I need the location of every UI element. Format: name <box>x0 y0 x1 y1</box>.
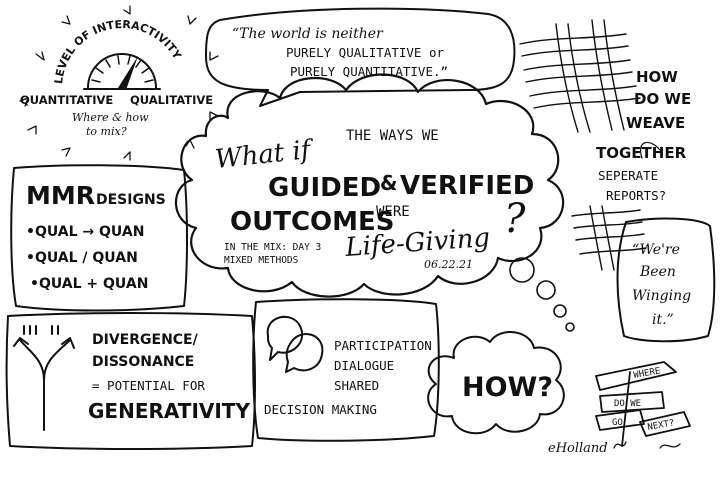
winging-box-outline <box>616 217 716 343</box>
participation-line2: DIALOGUE <box>334 358 394 373</box>
weave-strips-small-icon <box>571 205 647 271</box>
meter-needle-icon <box>118 56 138 90</box>
meter-right-label: QUALITATIVE <box>130 93 213 107</box>
mmr-title-small: DESIGNS <box>96 192 166 208</box>
cloud-were: WERE <box>376 204 410 220</box>
mmr-title-big: MMR <box>26 181 95 210</box>
divergence-line4: GENERATIVITY <box>88 399 250 423</box>
sign-next: NEXT? <box>647 418 675 433</box>
cloud-date: 06.22.21 <box>424 258 473 271</box>
winging-line3: Winging <box>632 288 691 304</box>
artist-signature: eHolland <box>548 441 608 456</box>
cloud-verified: VERIFIED <box>400 171 534 201</box>
winging-line4: it.” <box>652 312 674 328</box>
how-cloud-outline <box>427 330 565 435</box>
mmr-item-3: •QUAL + QUAN <box>30 276 148 292</box>
weave-line2: DO WE <box>634 90 691 108</box>
mmr-box-outline <box>10 164 188 312</box>
cloud-event-line2: MIXED METHODS <box>224 255 299 266</box>
signpost: WHERE DO WE GO NEXT? <box>595 361 691 447</box>
mmr-item-1: •QUAL → QUAN <box>26 224 144 240</box>
meter-arrows <box>19 5 219 161</box>
weave-line5: SEPERATE <box>598 168 658 183</box>
divergence-box: DIVERGENCE/ DISSONANCE = POTENTIAL FOR G… <box>5 312 256 450</box>
cloud-event-line1: IN THE MIX: DAY 3 <box>224 242 321 253</box>
meter-question-line1: Where & how <box>72 111 149 124</box>
mmr-designs-box: MMR DESIGNS •QUAL → QUAN •QUAL / QUAN •Q… <box>10 164 188 312</box>
interactivity-meter: LEVEL OF INTERACTIVITY QUANTITATIVE QUAL… <box>19 5 219 161</box>
weave-arrow <box>640 141 661 159</box>
winging-line1: “We're <box>632 242 680 258</box>
participation-line1: PARTICIPATION <box>334 338 432 353</box>
meter-left-label: QUANTITATIVE <box>20 93 113 107</box>
sign-do-we: DO WE <box>614 399 641 409</box>
cloud-question-mark: ? <box>504 196 526 242</box>
winging-it-bubble: “We're Been Winging it.” <box>571 205 716 343</box>
weave-line1: HOW <box>636 68 678 86</box>
sign-where: WHERE <box>633 366 661 381</box>
mmr-item-2: •QUAL / QUAN <box>26 250 138 266</box>
quote-bubble-top: “The world is neither PURELY QUALITATIVE… <box>205 7 516 107</box>
participation-box-outline <box>252 298 440 442</box>
cloud-and-symbol: & <box>380 171 397 195</box>
meter-arc-label: LEVEL OF INTERACTIVITY <box>52 18 184 85</box>
cloud-outcomes: OUTCOMES <box>230 207 395 237</box>
participation-line3: SHARED <box>334 378 379 393</box>
weave-line6: REPORTS? <box>606 188 666 203</box>
speech-bubbles-icon <box>266 316 324 373</box>
winging-line2: Been <box>639 264 676 280</box>
woven-strips-icon <box>519 19 641 133</box>
participation-box: PARTICIPATION DIALOGUE SHARED DECISION M… <box>252 298 440 442</box>
cloud-guided: GUIDED <box>268 173 381 203</box>
weave-line3: WEAVE <box>626 114 685 132</box>
quote-line3: PURELY QUANTITATIVE.” <box>290 64 448 79</box>
how-text: HOW? <box>462 372 553 403</box>
meter-question-line2: to mix? <box>86 125 127 138</box>
divergence-line2: DISSONANCE <box>92 354 194 370</box>
divergence-line1: DIVERGENCE/ <box>92 332 199 348</box>
quote-line1: “The world is neither <box>232 26 384 42</box>
participation-line4: DECISION MAKING <box>264 402 377 417</box>
cloud-the-ways-we: THE WAYS WE <box>346 128 439 144</box>
diverging-arrows-icon <box>13 325 75 431</box>
sign-go: GO <box>612 418 623 428</box>
thought-bubbles-icon <box>509 257 575 332</box>
meter-gauge-arc <box>87 53 157 89</box>
divergence-box-outline <box>5 312 256 450</box>
weave-section: HOW DO WE WEAVE TOGETHER SEPERATE REPORT… <box>519 19 691 203</box>
signature-flourish <box>613 441 681 449</box>
meter-ticks <box>91 55 154 83</box>
divergence-line3: = POTENTIAL FOR <box>92 378 205 393</box>
how-bubble: HOW? <box>427 330 565 435</box>
quote-bubble-outline <box>205 7 516 107</box>
signpost-icon <box>595 361 691 447</box>
quote-line2: PURELY QUALITATIVE or <box>286 45 445 60</box>
central-cloud: What if THE WAYS WE GUIDED & VERIFIED OU… <box>174 73 575 332</box>
cloud-what-if: What if <box>214 135 317 175</box>
